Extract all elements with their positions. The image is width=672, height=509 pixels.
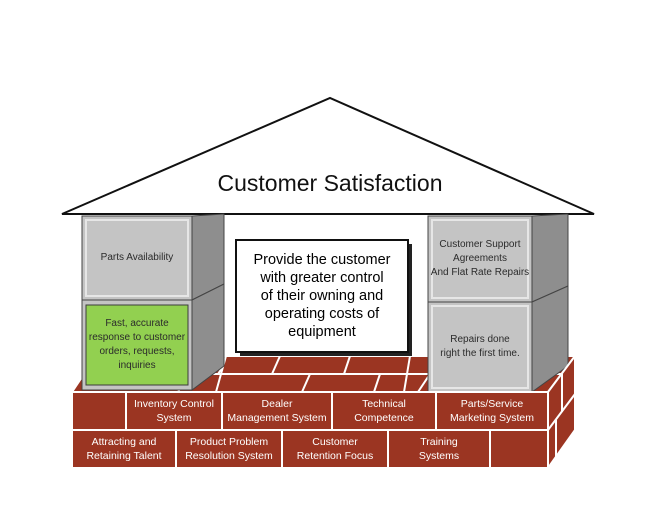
brick-parts-service-marketing-system: Parts/Service Marketing System (449, 398, 535, 424)
brick-dealer-management-system: Dealer Management System (227, 398, 327, 424)
roof-triangle (61, 96, 595, 215)
pillar-label-parts-availability: Parts Availability (100, 252, 174, 263)
center-statement: Provide the customer with greater contro… (253, 252, 391, 340)
roof-title: Customer Satisfaction (217, 169, 443, 196)
brick-training-systems: Training Systems (418, 436, 460, 462)
center-floor-tiles (214, 355, 412, 393)
center-box (235, 239, 409, 353)
brick-attracting-retaining-talent: Attracting and Retaining Talent (86, 436, 162, 462)
brick-wall-side-mortar (547, 374, 576, 458)
brick-customer-retention-focus: Customer Retention Focus (296, 436, 374, 462)
right-bottom-block-face (427, 301, 533, 393)
brick-product-problem-resolution-system: Product Problem Resolution System (185, 436, 273, 462)
pillar-label-fast-response: Fast, accurate response to customer orde… (88, 318, 186, 371)
pillar-label-repairs-done: Repairs done right the first time. (440, 334, 520, 359)
brick-technical-competence: Technical Competence (354, 398, 414, 424)
brick-inventory-control-system: Inventory Control System (134, 398, 214, 424)
brick-wall-mortar (72, 392, 548, 468)
pillar-label-support-agreements: Customer Support Agreements And Flat Rat… (430, 239, 530, 278)
right-top-block-face (427, 215, 533, 303)
